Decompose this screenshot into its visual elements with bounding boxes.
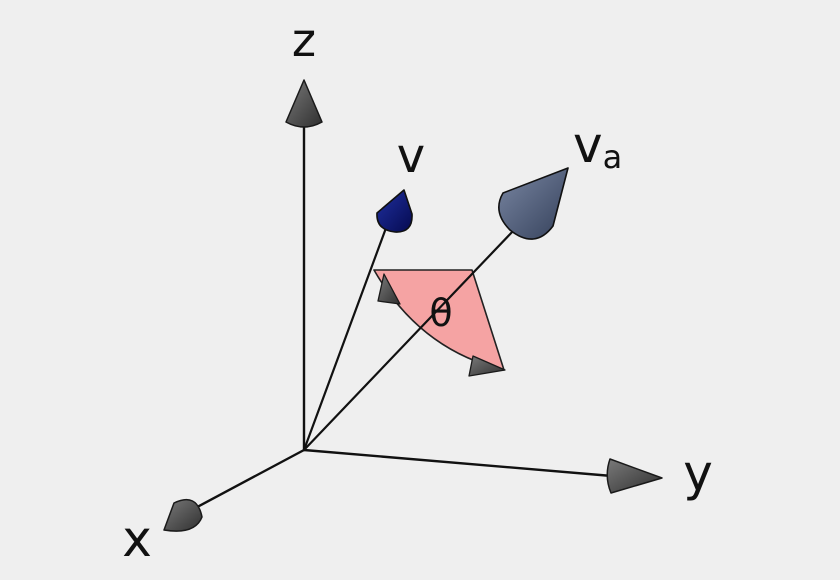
vector-va-label-subscript: a [603,138,623,176]
angle-arrowhead-upper [377,273,401,305]
x-arrowhead [163,499,203,532]
theta-label: θ [429,291,452,335]
vector-va-label: va [573,116,622,176]
y-axis-line [302,448,614,478]
vector-v-arrowhead [376,189,413,233]
angle-arrowhead-lower [468,355,506,377]
z-axis-label: z [292,13,316,67]
y-axis-label: y [683,444,713,502]
vector-va-line [302,228,516,452]
y-arrowhead [606,458,663,494]
vector-v-line [302,226,388,452]
x-axis-line [184,448,306,515]
z-arrowhead [285,79,323,128]
vector-va-label-main: v [573,116,603,174]
vector-v-label: v [397,128,425,184]
x-axis-label: x [122,510,152,568]
vector-va-arrowhead [498,167,569,240]
